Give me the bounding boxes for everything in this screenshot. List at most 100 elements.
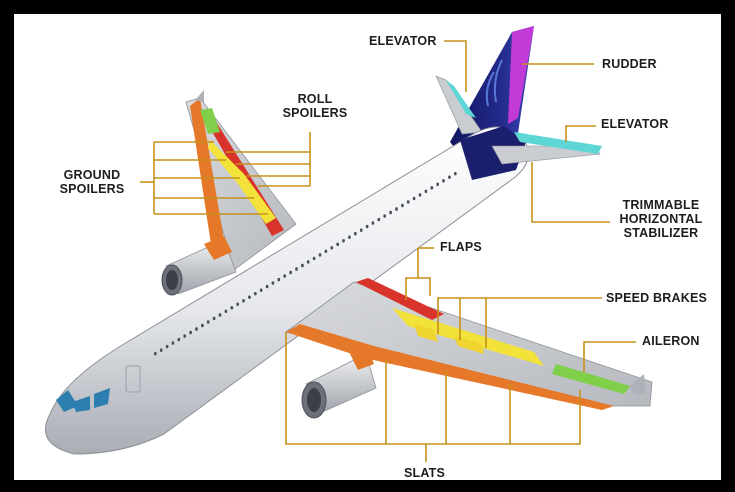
far-wing-aileron [200, 108, 220, 134]
label-ground-spoilers-line2: SPOILERS [59, 182, 125, 196]
label-speed-brakes: SPEED BRAKES [606, 291, 708, 305]
trimmable-leader [531, 162, 610, 223]
elevator-lower-surface [514, 132, 602, 154]
passenger-window [330, 246, 334, 250]
passenger-window [171, 341, 175, 345]
cockpit-window [72, 396, 90, 412]
passenger-window [254, 292, 257, 296]
aileron-leader [583, 341, 636, 372]
passenger-window [189, 330, 192, 335]
rudder-surface [508, 26, 534, 124]
cockpit-window [94, 388, 110, 408]
far-engine [161, 236, 237, 296]
far-wingtip [195, 90, 204, 102]
near-engine [301, 348, 377, 419]
passenger-window [371, 221, 375, 225]
passenger-window [242, 299, 245, 303]
passenger-window [354, 232, 357, 236]
passenger-window [165, 344, 169, 349]
diagram-frame: ELEVATOR RUDDER ELEVATOR ROLL SPOILERS G… [14, 14, 721, 480]
flaps-leader [405, 277, 431, 300]
label-roll-spoilers-line2: SPOILERS [282, 106, 348, 120]
passenger-window [436, 182, 439, 186]
passenger-window [259, 288, 263, 292]
near-wingtip [630, 374, 646, 394]
passenger-window [195, 327, 198, 331]
passenger-window [442, 179, 445, 183]
passenger-window [224, 309, 228, 313]
passenger-window [248, 295, 251, 299]
label-aileron: AILERON [642, 334, 700, 348]
passenger-window [201, 323, 204, 328]
passenger-window [271, 281, 275, 285]
passenger-window [412, 196, 416, 201]
far-wing-spoilers [208, 140, 276, 224]
passenger-window [289, 270, 292, 275]
passenger-window [395, 207, 398, 211]
label-roll-spoilers: ROLL SPOILERS [282, 92, 348, 120]
elevator-top-leader [444, 40, 467, 92]
near-stabilizer [491, 132, 602, 165]
near-wing-flaps [392, 308, 544, 366]
passenger-window [406, 200, 410, 204]
passenger-window [318, 253, 322, 257]
passenger-window [177, 337, 181, 342]
label-rudder: RUDDER [602, 57, 657, 71]
label-ground-spoilers: GROUND SPOILERS [52, 168, 132, 196]
passenger-window [218, 313, 222, 317]
passenger-window [206, 320, 210, 324]
passenger-window [430, 186, 434, 190]
label-trimmable-horizontal-stabilizer: TRIMMABLE HORIZONTAL STABILIZER [610, 198, 712, 240]
label-elevator-right: ELEVATOR [601, 117, 669, 131]
passenger-window [359, 228, 363, 232]
aircraft-diagram [45, 26, 653, 462]
passenger-window [448, 175, 451, 179]
passenger-window [236, 302, 239, 306]
far-wing [185, 90, 297, 271]
label-elevator-top: ELEVATOR [369, 34, 437, 48]
label-trimmable-line3: STABILIZER [623, 226, 699, 240]
speed-brakes-leader [437, 297, 602, 334]
label-slats: SLATS [404, 466, 446, 480]
passenger-window [230, 306, 234, 310]
passenger-window [212, 316, 216, 321]
passenger-window [312, 256, 316, 261]
elevator-right-leader [565, 125, 596, 142]
aileron-surface [552, 364, 630, 394]
passenger-window [183, 334, 186, 338]
passenger-window [306, 260, 310, 264]
passenger-window [265, 284, 269, 289]
near-wing-slats [286, 324, 614, 410]
passenger-window [154, 352, 157, 356]
passenger-window [377, 217, 381, 222]
passenger-window [383, 214, 386, 218]
front-door [125, 365, 141, 393]
passenger-window [454, 172, 457, 176]
passenger-window [342, 239, 345, 243]
near-wing [285, 278, 653, 410]
passenger-window [283, 274, 286, 278]
passenger-window [365, 224, 369, 229]
passenger-window [401, 203, 404, 208]
passenger-window [301, 263, 304, 268]
passenger-window [424, 189, 428, 193]
passenger-window [348, 235, 351, 239]
slats-leader [285, 332, 581, 445]
passenger-window [159, 348, 163, 352]
passenger-window [336, 242, 339, 246]
passenger-windows [154, 172, 457, 356]
passenger-window [295, 267, 298, 271]
passenger-window [389, 210, 392, 215]
passenger-window [324, 249, 328, 253]
passenger-window [277, 277, 281, 282]
near-wing-spoiler-strip [356, 278, 444, 320]
label-trimmable-line1: TRIMMABLE [622, 198, 700, 212]
label-trimmable-line2: HORIZONTAL [619, 212, 703, 226]
label-roll-spoilers-line1: ROLL [297, 92, 333, 106]
cockpit-window [56, 390, 78, 412]
label-flaps: FLAPS [440, 240, 482, 254]
far-wing-slats [190, 98, 226, 264]
passenger-window [418, 193, 422, 197]
elevator-upper-surface [446, 80, 476, 118]
label-ground-spoilers-line1: GROUND [63, 168, 121, 182]
